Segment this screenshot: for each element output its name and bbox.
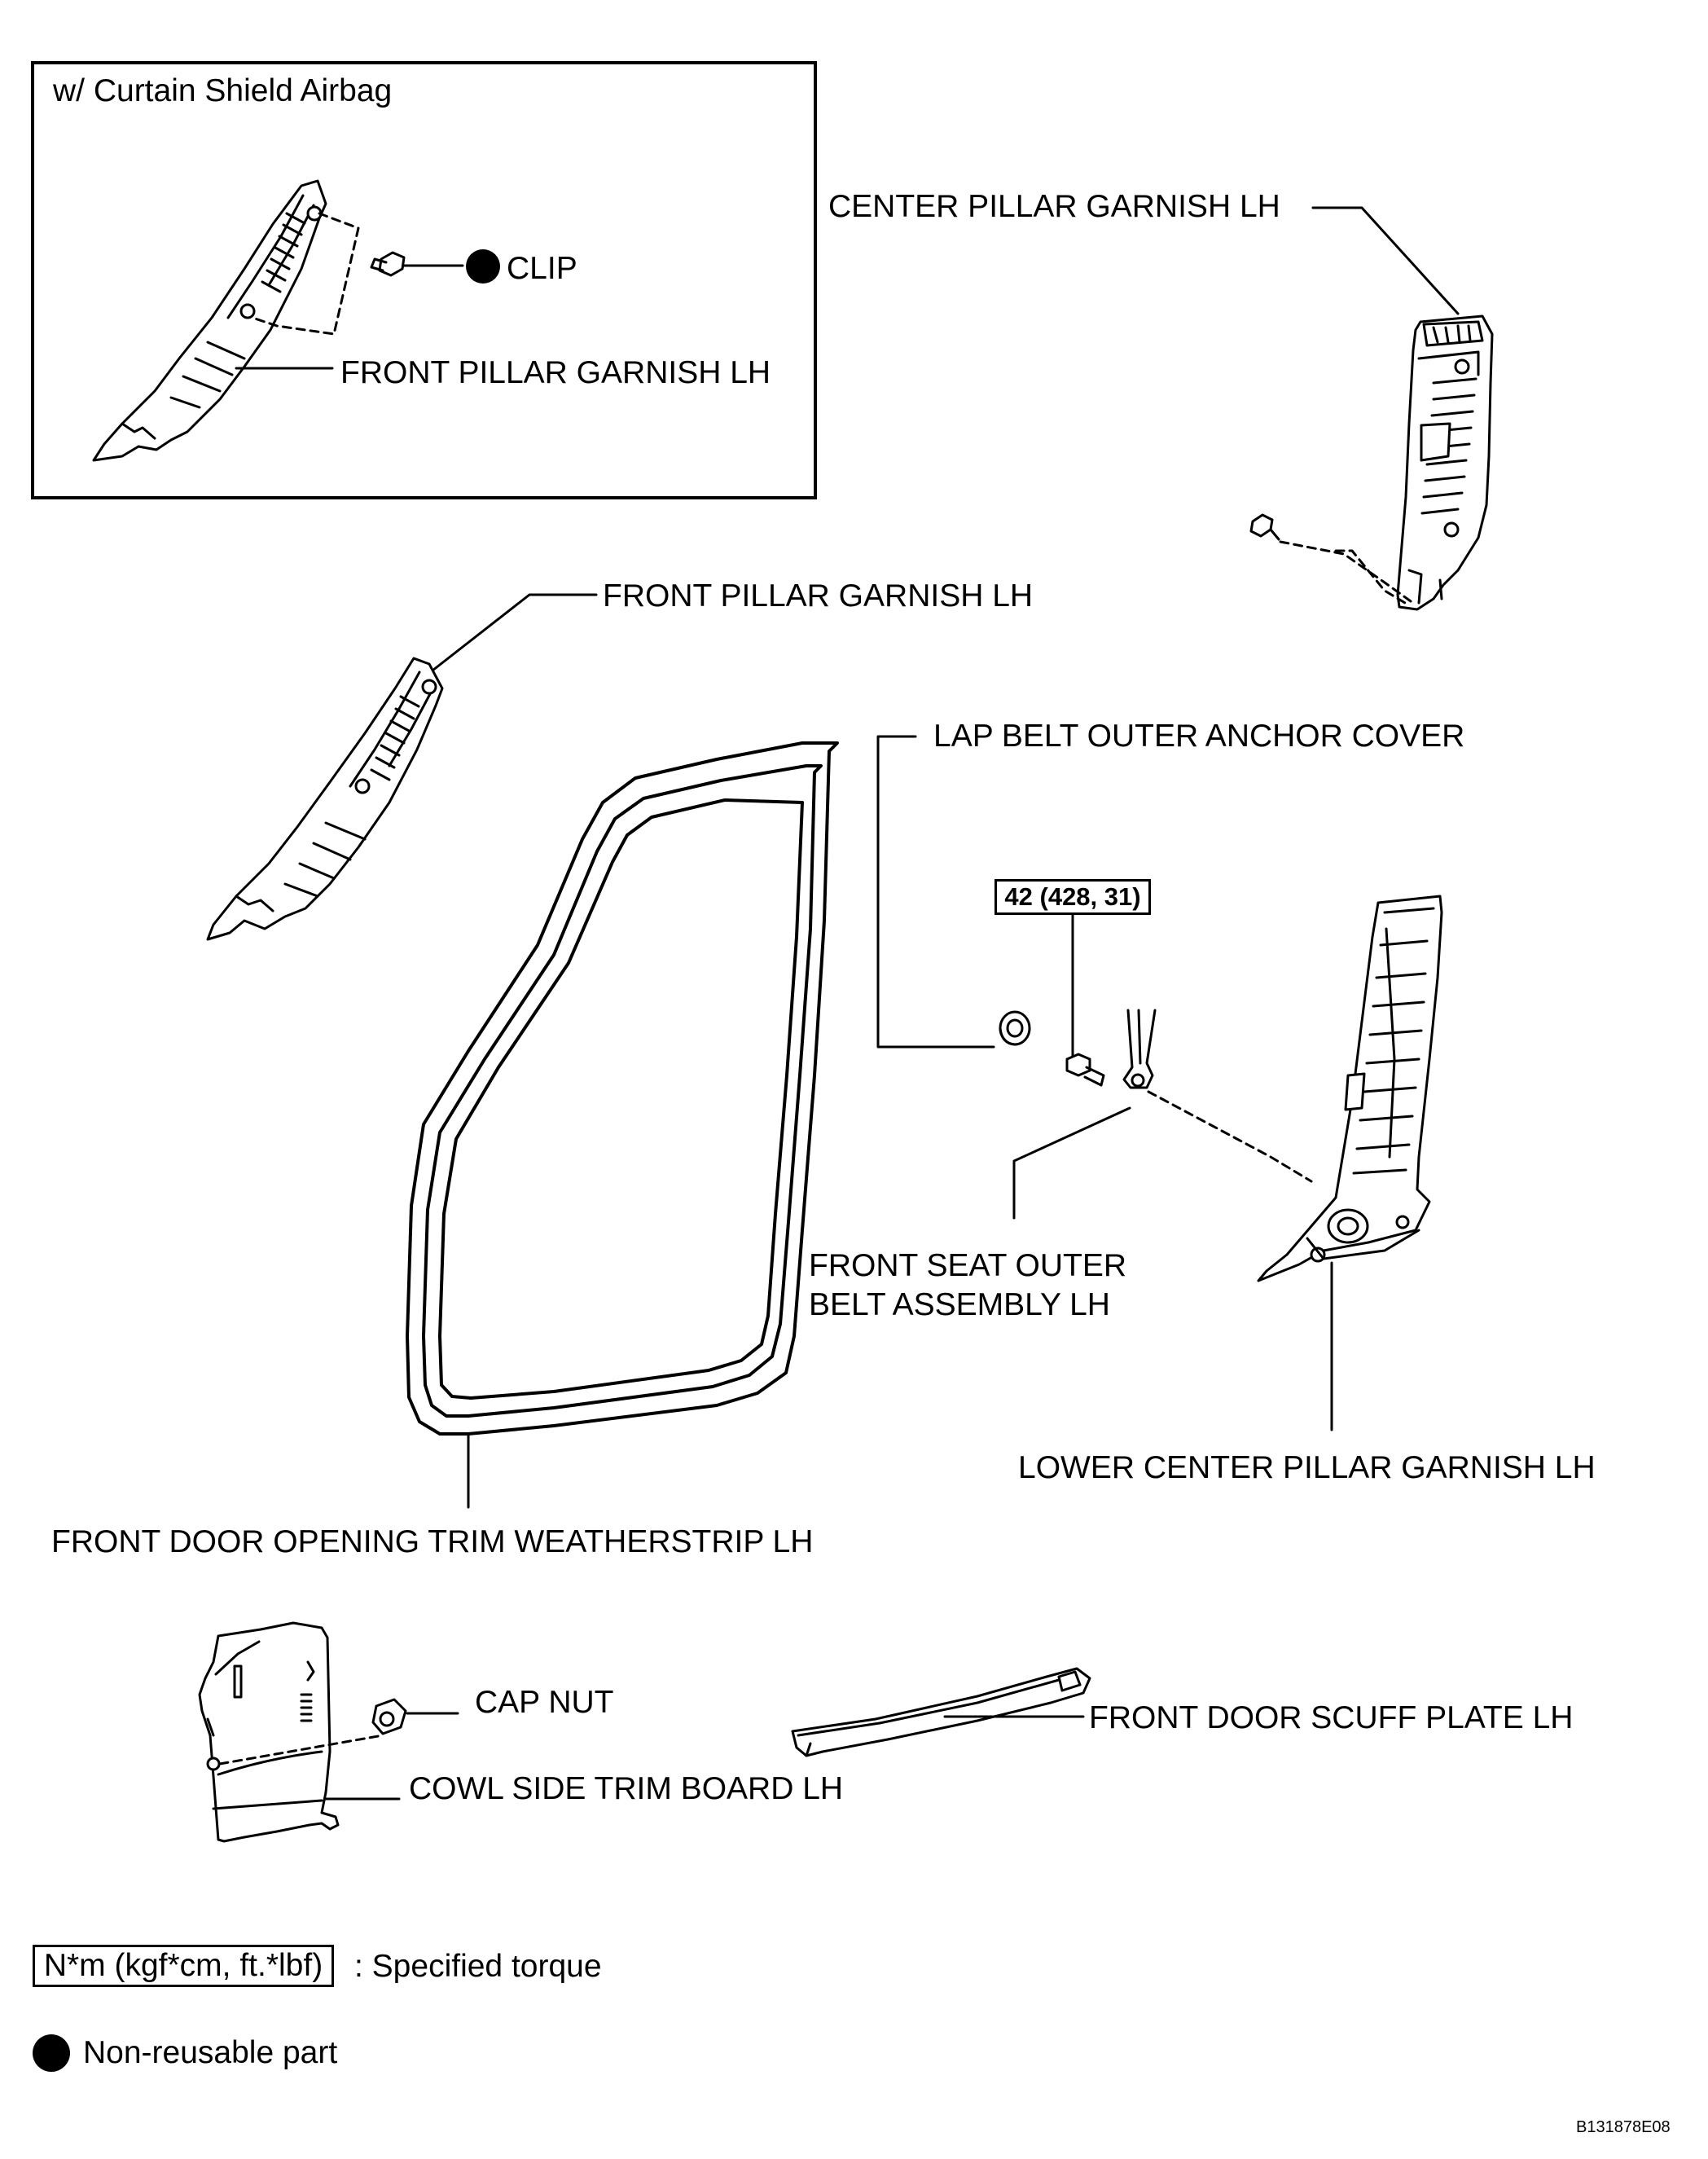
legend-torque-box: N*m (kgf*cm, ft.*lbf) (33, 1945, 334, 1987)
lower-center-pillar-garnish (1257, 895, 1443, 1431)
weatherstrip-label: FRONT DOOR OPENING TRIM WEATHERSTRIP LH (51, 1524, 814, 1559)
inset-box (31, 61, 817, 499)
cap-nut-label: CAP NUT (475, 1685, 614, 1720)
front-pillar-label: FRONT PILLAR GARNISH LH (603, 578, 1034, 613)
cowl-side-trim-board (198, 1621, 459, 1843)
inset-front-pillar-label: FRONT PILLAR GARNISH LH (340, 355, 771, 390)
lower-center-pillar-label: LOWER CENTER PILLAR GARNISH LH (1018, 1450, 1596, 1485)
center-pillar-label: CENTER PILLAR GARNISH LH (828, 189, 1280, 224)
legend-torque-desc: : Specified torque (354, 1949, 602, 1984)
legend-non-reusable-label: Non-reusable part (83, 2035, 338, 2070)
non-reusable-dot-icon (466, 249, 500, 284)
figure-code: B131878E08 (1576, 2118, 1671, 2136)
lap-belt-components (876, 735, 1313, 1220)
inset-title: w/ Curtain Shield Airbag (53, 73, 393, 108)
scuff-plate-label: FRONT DOOR SCUFF PLATE LH (1089, 1700, 1574, 1735)
front-seat-belt-label-line1: FRONT SEAT OUTER (809, 1248, 1127, 1283)
lap-belt-cover-label: LAP BELT OUTER ANCHOR COVER (933, 719, 1465, 754)
door-opening-weatherstrip (406, 741, 839, 1509)
center-pillar-garnish (1249, 206, 1494, 611)
inset-front-pillar-garnish (92, 179, 464, 462)
front-pillar-garnish (206, 593, 598, 941)
legend-non-reusable-dot-icon (33, 2034, 70, 2072)
inset-clip-label: CLIP (507, 251, 577, 286)
front-seat-belt-label-line2: BELT ASSEMBLY LH (809, 1287, 1110, 1322)
front-door-scuff-plate (791, 1667, 1091, 1757)
torque-spec-box: 42 (428, 31) (995, 879, 1151, 915)
cowl-side-label: COWL SIDE TRIM BOARD LH (409, 1771, 844, 1806)
